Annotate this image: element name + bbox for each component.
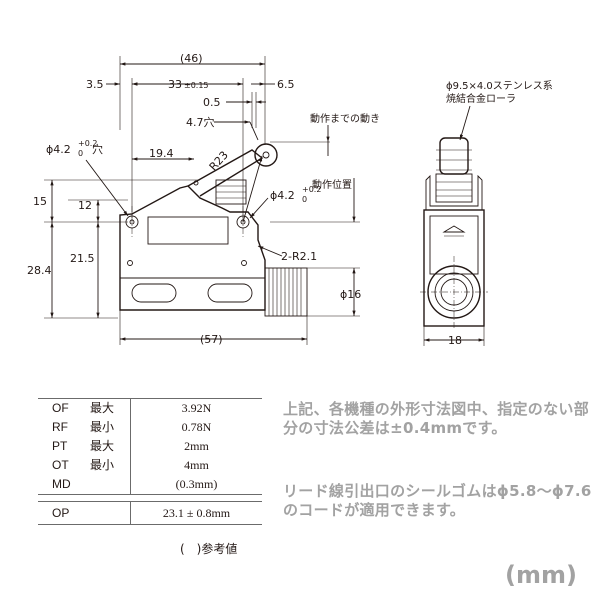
dim-hole-pitch: 33 [168, 78, 182, 91]
table-spacer [38, 495, 262, 502]
dim-hole-pitch-tol: ±0.15 [184, 81, 209, 90]
spec-symbol: OT [52, 458, 69, 472]
dim-connector-dia: ϕ16 [340, 288, 361, 301]
spec-limit: 最大 [90, 398, 131, 418]
dim-overall-width: (46) [180, 52, 203, 65]
table-row: PT 最大 2mm [38, 437, 262, 456]
spec-symbol: OP [38, 501, 90, 525]
dim-hole-right: ϕ4.2 [270, 189, 295, 202]
spec-value: 23.1 ± 0.8mm [130, 501, 262, 525]
roller-lever [187, 149, 264, 197]
spec-symbol: RF [52, 420, 68, 434]
spec-table: OF 最大 3.92N RF 最小 0.78N PT 最大 2mm OT 最小 … [38, 398, 262, 525]
dim-hole-left-tol0: 0 [78, 149, 83, 158]
dim-hole-left-tol: +0.2 [78, 139, 97, 148]
dim-19-4: 19.4 [149, 147, 174, 160]
spec-limit [90, 475, 131, 495]
spec-limit [90, 501, 131, 525]
dim-radius-r23: R23 [207, 149, 231, 174]
side-view: ϕ9.5×4.0ステンレス系 焼結合金ローラ 18 [420, 80, 553, 347]
dim-left-offset: 3.5 [86, 78, 104, 91]
dim-corner-radius: 2-R2.1 [281, 250, 317, 263]
spec-value: 4mm [130, 456, 262, 475]
spec-limit: 最大 [90, 439, 115, 453]
dim-hole-left: ϕ4.2 [46, 143, 71, 156]
tolerance-note: 上記、各機種の外形寸法図中、指定のない部分の寸法公差は±0.4mmです。 [283, 400, 590, 437]
table-row: MD (0.3mm) [38, 475, 262, 495]
dim-15: 15 [33, 195, 47, 208]
unit-label: (mm) [505, 561, 577, 589]
cable-note: リード線引出口のシールゴムはϕ5.8～ϕ7.6のコードが適用できます。 [283, 482, 592, 519]
label-operating-position: 動作位置 [312, 178, 352, 191]
dim-hole-left-suffix: 穴 [92, 142, 103, 156]
mounting-slot-right [207, 283, 253, 303]
table-row: RF 最小 0.78N [38, 418, 262, 437]
dim-hole-4-7: 4.7穴 [186, 115, 215, 129]
spec-symbol: PT [52, 439, 68, 453]
spec-symbol: OF [38, 398, 90, 418]
spec-limit: 最小 [90, 420, 115, 434]
dim-right-offset: 6.5 [277, 78, 295, 91]
side-roller [439, 137, 469, 175]
dim-28-4: 28.4 [27, 264, 52, 277]
dim-21-5: 21.5 [70, 252, 95, 265]
label-roller-material-2: 焼結合金ローラ [446, 92, 516, 105]
table-row: OT 最小 4mm [38, 456, 262, 475]
dim-12: 12 [78, 199, 92, 212]
spec-symbol: MD [38, 475, 90, 495]
roller [254, 143, 278, 167]
dim-lever-gap: 0.5 [203, 96, 221, 109]
reference-value-legend: ( )参考値 [180, 542, 238, 556]
label-roller-material-1: ϕ9.5×4.0ステンレス系 [446, 80, 553, 92]
table-row: OF 最大 3.92N [38, 398, 262, 418]
cable-connector [264, 267, 308, 317]
label-pre-travel: 動作までの動き [310, 112, 380, 125]
spec-value: (0.3mm) [130, 475, 262, 495]
spec-value: 0.78N [130, 418, 262, 437]
mounting-slot-left [131, 283, 177, 303]
dim-hole-right-tol0: 0 [302, 195, 307, 204]
spec-value: 3.92N [130, 398, 262, 418]
spec-limit: 最小 [90, 458, 115, 472]
dim-side-width: 18 [448, 334, 462, 347]
spec-value: 2mm [130, 437, 262, 456]
dim-hole-right-tol: +0.2 [302, 185, 321, 194]
label-window [147, 216, 229, 245]
dim-body-width: (57) [200, 333, 223, 346]
table-row-op: OP 23.1 ± 0.8mm [38, 501, 262, 525]
front-view: (46) 3.5 33 ±0.15 6.5 0.5 4.7穴 ϕ4.2 +0.2… [27, 52, 380, 346]
